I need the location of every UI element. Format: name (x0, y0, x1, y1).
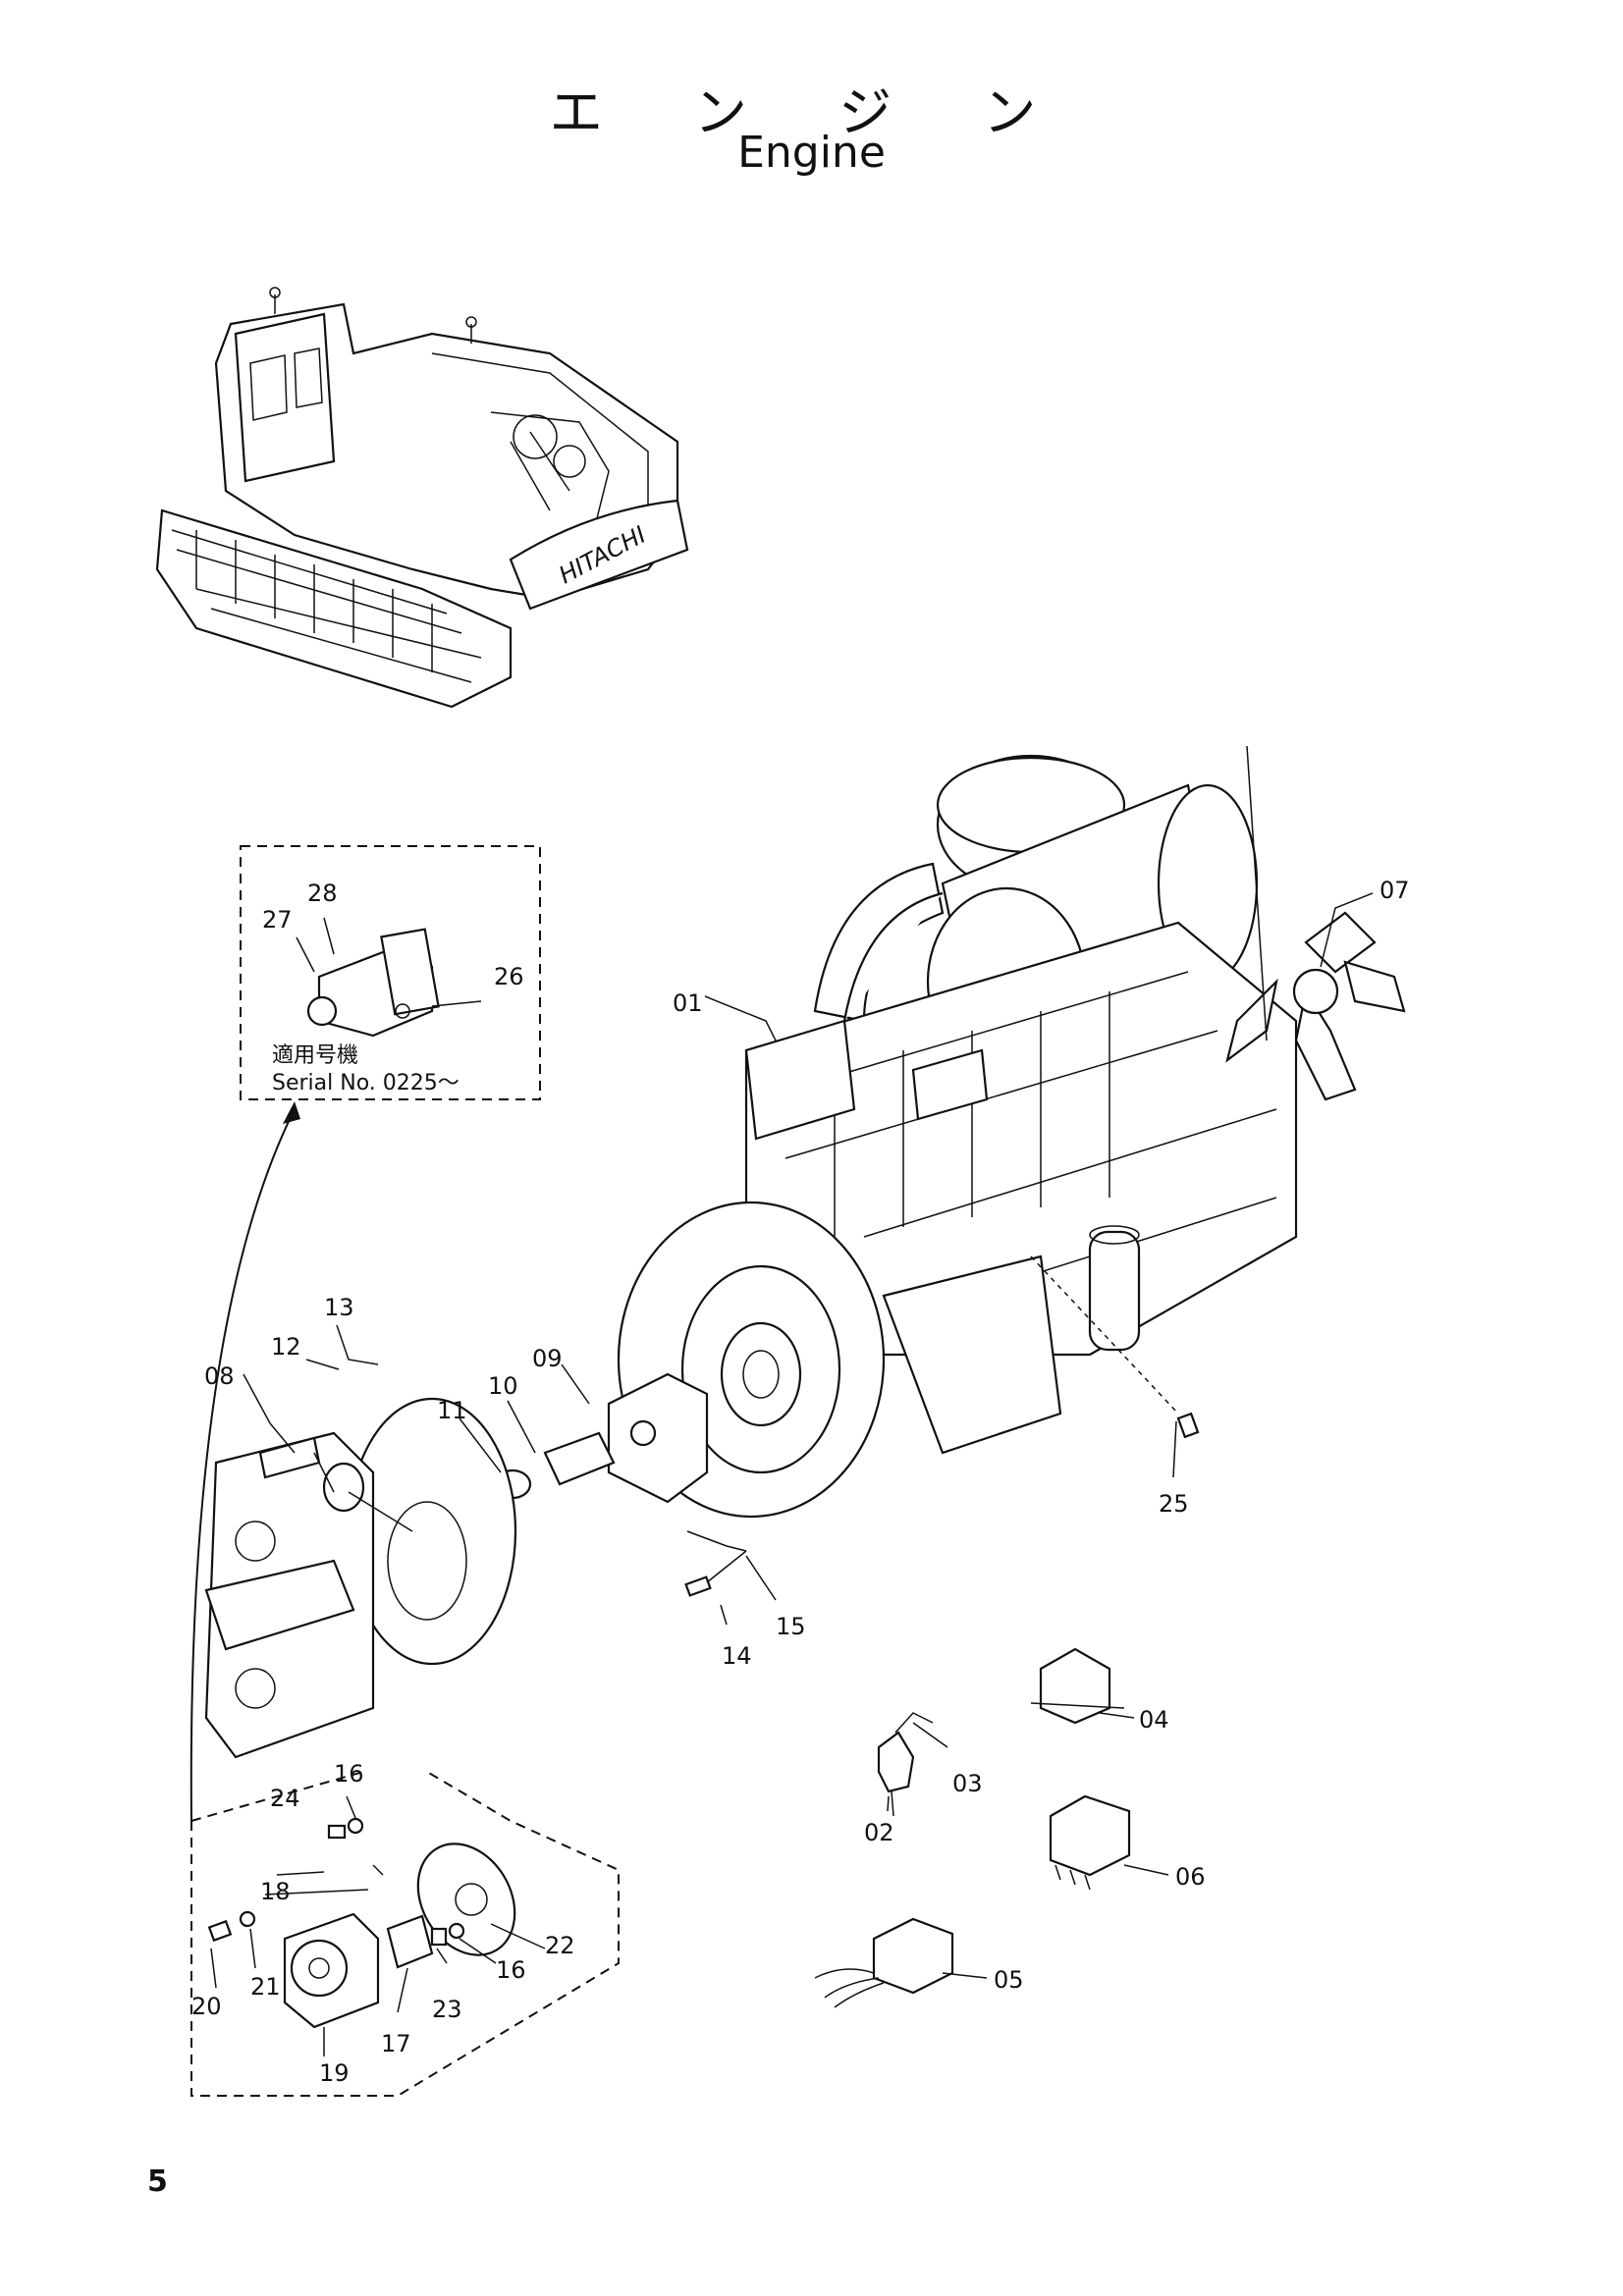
callout-09: 09 (532, 1345, 563, 1372)
callout-12: 12 (271, 1333, 301, 1361)
callout-05: 05 (994, 1966, 1024, 1994)
callout-15: 15 (776, 1613, 806, 1640)
callout-04: 04 (1139, 1706, 1169, 1734)
serial-variant-box: 適用号機 Serial No. 0225～ (240, 845, 541, 1100)
callout-02: 02 (864, 1819, 894, 1846)
callout-08: 08 (204, 1362, 235, 1390)
callout-24: 24 (270, 1785, 300, 1812)
callout-27: 27 (262, 906, 293, 934)
callout-13: 13 (324, 1294, 354, 1321)
callout-28: 28 (307, 880, 338, 907)
callout-06: 06 (1175, 1863, 1206, 1891)
page-number: 5 (147, 2164, 168, 2199)
hydraulic-pump-illustration (204, 1397, 517, 1759)
callout-21: 21 (250, 1973, 281, 2001)
gear-pump-detail-box (190, 1771, 620, 2097)
callout-labels: 01 02 03 04 05 06 07 08 09 10 11 12 13 1… (191, 877, 1410, 2087)
serial-caption-jp: 適用号機 (272, 1043, 358, 1068)
callout-26: 26 (494, 963, 524, 990)
electrical-parts (684, 1530, 1131, 2008)
excavator-overview-illustration: HITACHI (155, 287, 689, 709)
reference-arrow (189, 1101, 300, 1822)
callout-16-lower: 16 (496, 1956, 526, 1984)
callout-22: 22 (545, 1932, 575, 1959)
serial-caption: Serial No. 0225～ (272, 1071, 460, 1095)
callout-11: 11 (437, 1397, 467, 1424)
callout-16-upper: 16 (334, 1760, 364, 1788)
page-title: Engine (737, 128, 886, 178)
leader-lines (210, 892, 1374, 2056)
engine-assembly-illustration (617, 745, 1406, 1519)
page-title-japanese: エ ン ジ ン (549, 81, 1074, 143)
callout-17: 17 (381, 2030, 411, 2057)
callout-18: 18 (260, 1878, 291, 1905)
callout-20: 20 (191, 1993, 222, 2020)
callout-03: 03 (952, 1770, 983, 1797)
callout-01: 01 (673, 989, 703, 1017)
callout-19: 19 (319, 2059, 350, 2087)
coupling-parts (493, 1372, 709, 1504)
callout-23: 23 (432, 1996, 462, 2023)
callout-25: 25 (1159, 1490, 1189, 1518)
callout-07: 07 (1380, 877, 1410, 904)
callout-14: 14 (722, 1642, 752, 1670)
callout-10: 10 (488, 1372, 518, 1400)
